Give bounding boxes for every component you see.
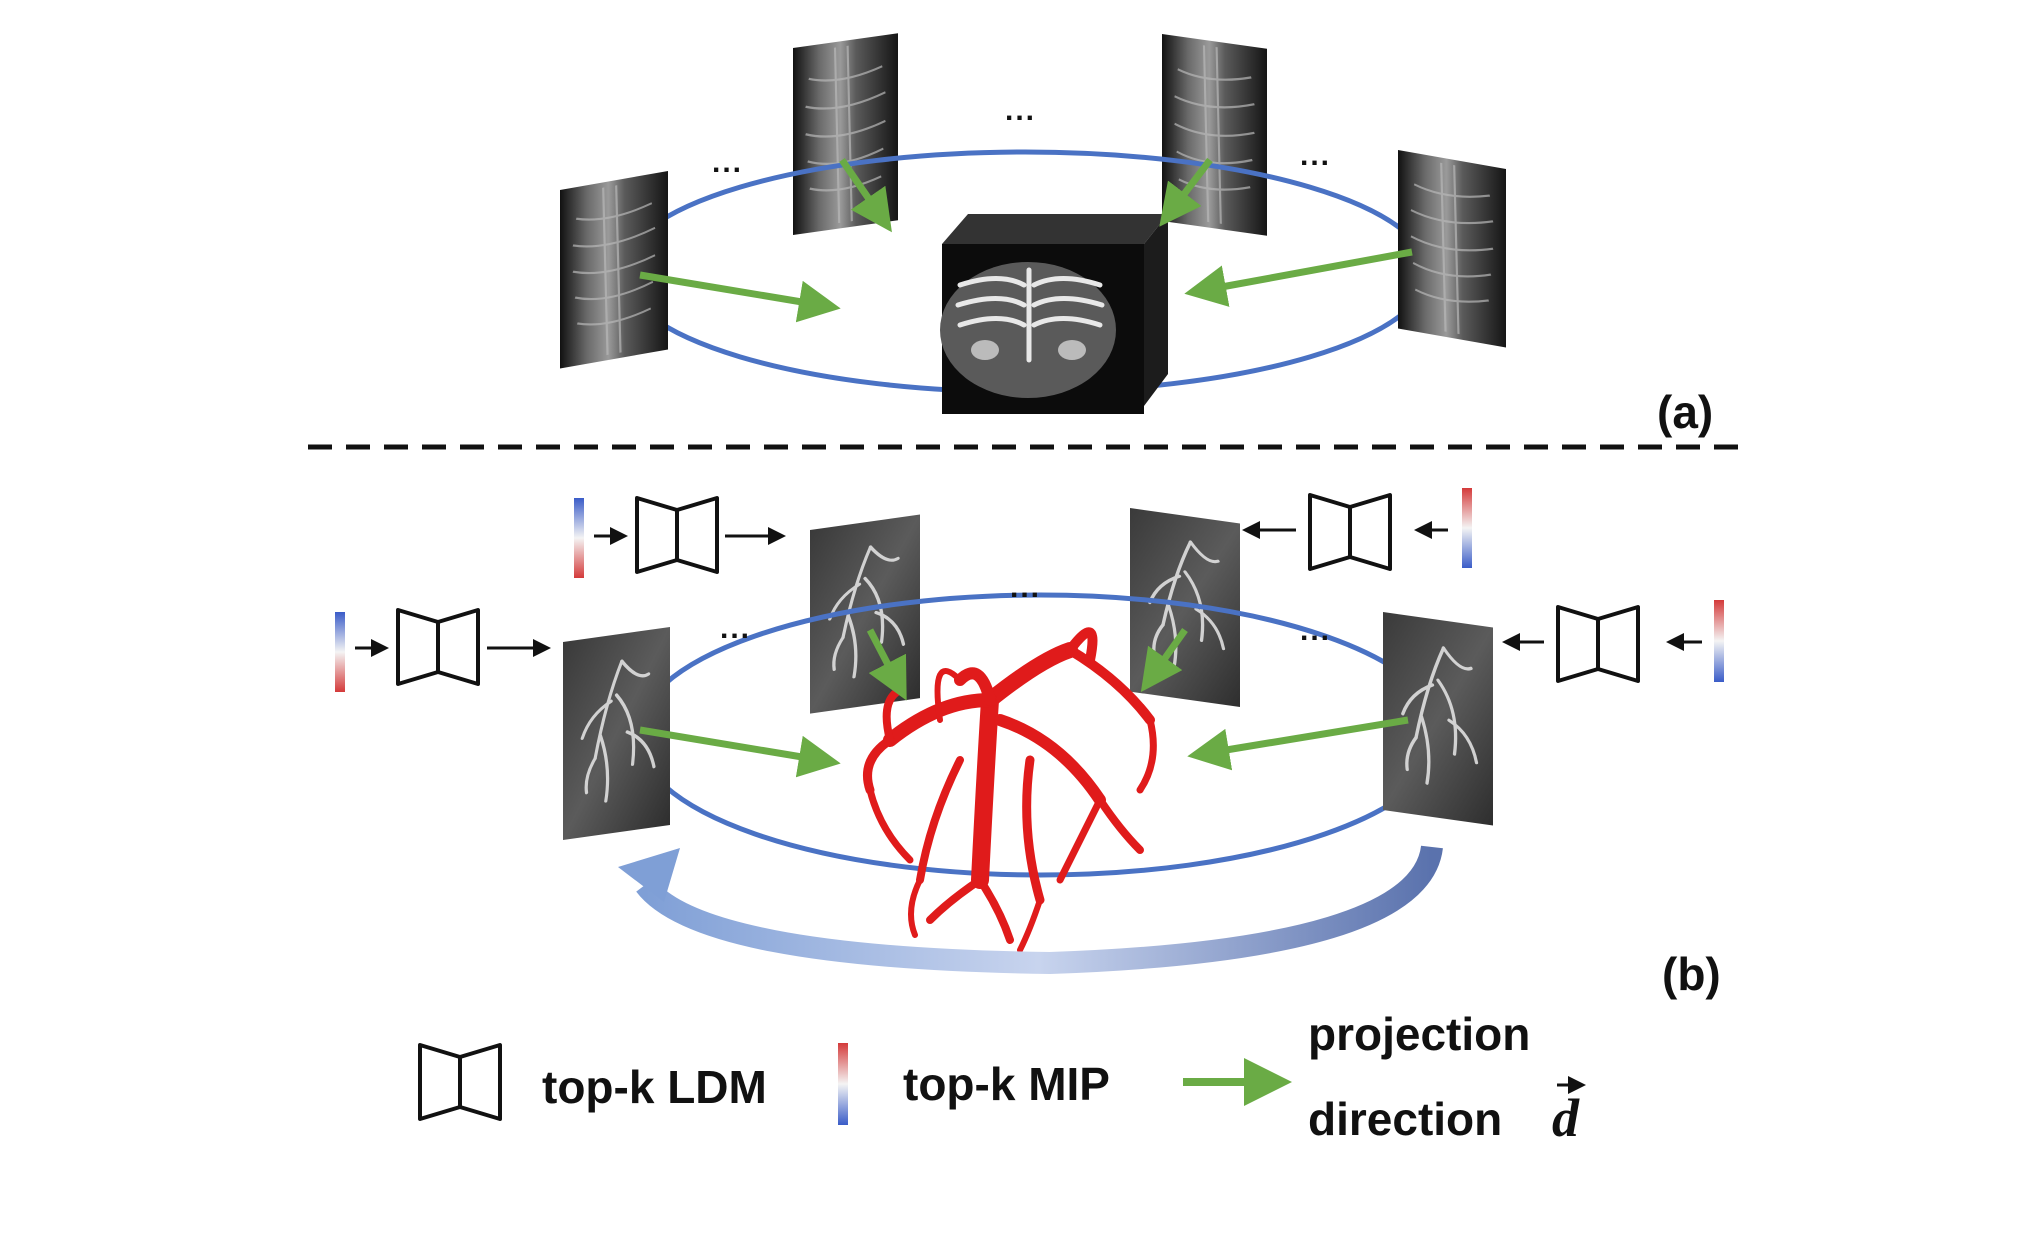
vessel-tree (863, 627, 1157, 953)
ldm-icon (635, 496, 719, 574)
projection-arrow (639, 271, 841, 323)
colorbar (574, 498, 584, 578)
ldm-icon (1556, 605, 1640, 683)
panel-a-xray-slice-left (558, 169, 670, 370)
panel-a-xray-slice-top-left (791, 32, 900, 237)
projection-arrow (1184, 248, 1413, 307)
panel-a-ellipsis-left: ... (712, 146, 743, 179)
legend-projection-line1: projection (1308, 1008, 1530, 1060)
colorbar (335, 612, 345, 692)
projection-arrow (839, 158, 892, 233)
panel-b: ... ... ... (b) (335, 488, 1724, 1000)
projection-arrow (1187, 716, 1409, 771)
panel-a: ... ... ... (a) (558, 32, 1713, 438)
panel-b-label: (b) (1662, 948, 1721, 1000)
legend-ldm-label: top-k LDM (542, 1061, 767, 1113)
colorbar (1714, 600, 1724, 682)
projection-arrow (639, 726, 841, 778)
panel-b-ellipsis-right: ... (1300, 614, 1331, 647)
projection-arrow (866, 628, 907, 701)
panel-a-ellipsis-right: ... (1300, 139, 1331, 172)
legend-ldm-icon (418, 1043, 502, 1121)
ldm-icon (1308, 493, 1392, 571)
ldm-pipeline-right (1502, 600, 1724, 683)
panel-a-ellipsis-top: ... (1005, 94, 1036, 127)
colorbar (1462, 488, 1472, 568)
ldm-icon (396, 608, 480, 686)
legend-colorbar (838, 1043, 848, 1125)
panel-b-projection-arrows (639, 627, 1409, 778)
rotation-arrow (618, 845, 1443, 975)
panel-a-label: (a) (1657, 386, 1713, 438)
ct-volume-cube (940, 214, 1168, 414)
legend-mip-label: top-k MIP (903, 1058, 1110, 1110)
projection-arrow (1159, 157, 1213, 227)
ldm-pipeline-upper-left (574, 496, 786, 578)
legend: top-k LDM top-k MIP projection direction… (418, 1008, 1586, 1148)
projection-arrow (1140, 627, 1188, 693)
ldm-pipeline-left (335, 608, 551, 692)
legend-projection-line2: direction (1308, 1093, 1502, 1145)
legend-direction-symbol: d (1552, 1088, 1580, 1148)
panel-b-ellipsis-top: ... (1010, 571, 1041, 604)
panel-b-mip-top-right (1128, 506, 1242, 709)
panel-a-projection-arrows (639, 157, 1413, 323)
panel-b-ellipsis-left: ... (720, 612, 751, 645)
ldm-pipeline-upper-right (1242, 488, 1472, 571)
panel-a-xray-slice-right (1396, 148, 1508, 349)
